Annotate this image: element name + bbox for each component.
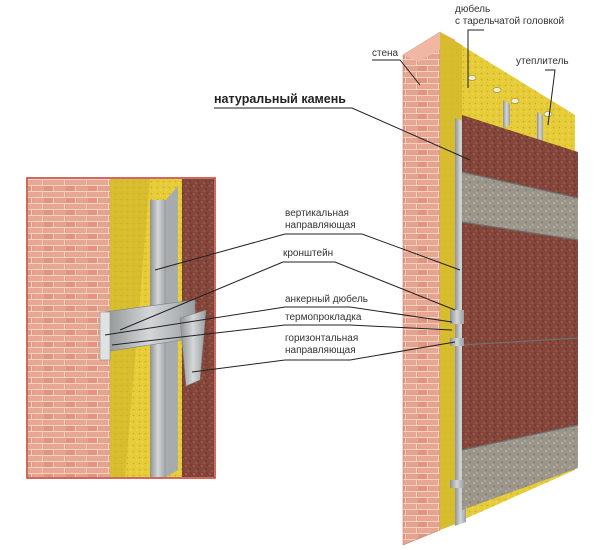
stone-panel-red-top (462, 115, 578, 198)
leader-natural-stone (214, 107, 471, 161)
leader-anchor-dowel-inset (104, 306, 286, 336)
label-dowel: дюбель с тарельчатой головкой (455, 4, 564, 28)
stone-panel-grey-2 (462, 425, 578, 510)
inset-frame (26, 177, 216, 479)
label-vertical-guide-line1: вертикальная (285, 208, 349, 219)
brick-wall (402, 31, 441, 546)
leader-dowel (467, 29, 484, 88)
wall-assembly (402, 31, 579, 546)
label-horizontal-guide-line2: направляющая (285, 345, 356, 356)
stone-panel-grey-1 (462, 172, 578, 240)
leader-thermal-pad (285, 324, 453, 331)
leader-horizontal-guide (285, 341, 456, 361)
stone-panel-red-middle (462, 222, 578, 450)
label-bracket: кронштейн (283, 248, 334, 259)
detail-inset (26, 177, 216, 479)
leader-insulation (545, 69, 556, 126)
label-dowel-line2: с тарельчатой головкой (455, 16, 565, 27)
leader-horizontal-guide-inset (191, 359, 286, 373)
label-anchor-dowel: анкерный дюбель (285, 294, 368, 305)
label-horizontal-guide-line1: горизонтальная (285, 333, 359, 344)
horizontal-guides (461, 171, 579, 451)
label-vertical-guide-line2: направляющая (285, 220, 356, 231)
leader-lines (104, 29, 556, 373)
leader-thermal-pad-inset (111, 324, 286, 346)
leader-anchor-dowel (285, 306, 453, 323)
leader-wall (372, 59, 421, 86)
label-insulation: утеплитель (516, 56, 569, 67)
label-wall: стена (372, 48, 399, 59)
brackets (450, 310, 464, 488)
leader-bracket-inset (119, 261, 284, 331)
leader-vertical-guide (285, 233, 461, 271)
label-horizontal-guide: горизонтальная направляющая (285, 333, 358, 357)
leader-bracket (283, 261, 456, 311)
label-vertical-guide: вертикальная направляющая (285, 208, 356, 232)
label-dowel-line1: дюбель (455, 4, 491, 15)
label-natural-stone: натуральный камень (214, 92, 346, 106)
plate-dowels (467, 75, 553, 117)
leader-vertical-guide-inset (154, 233, 286, 271)
label-thermal-pad: термопрокладка (285, 312, 362, 323)
